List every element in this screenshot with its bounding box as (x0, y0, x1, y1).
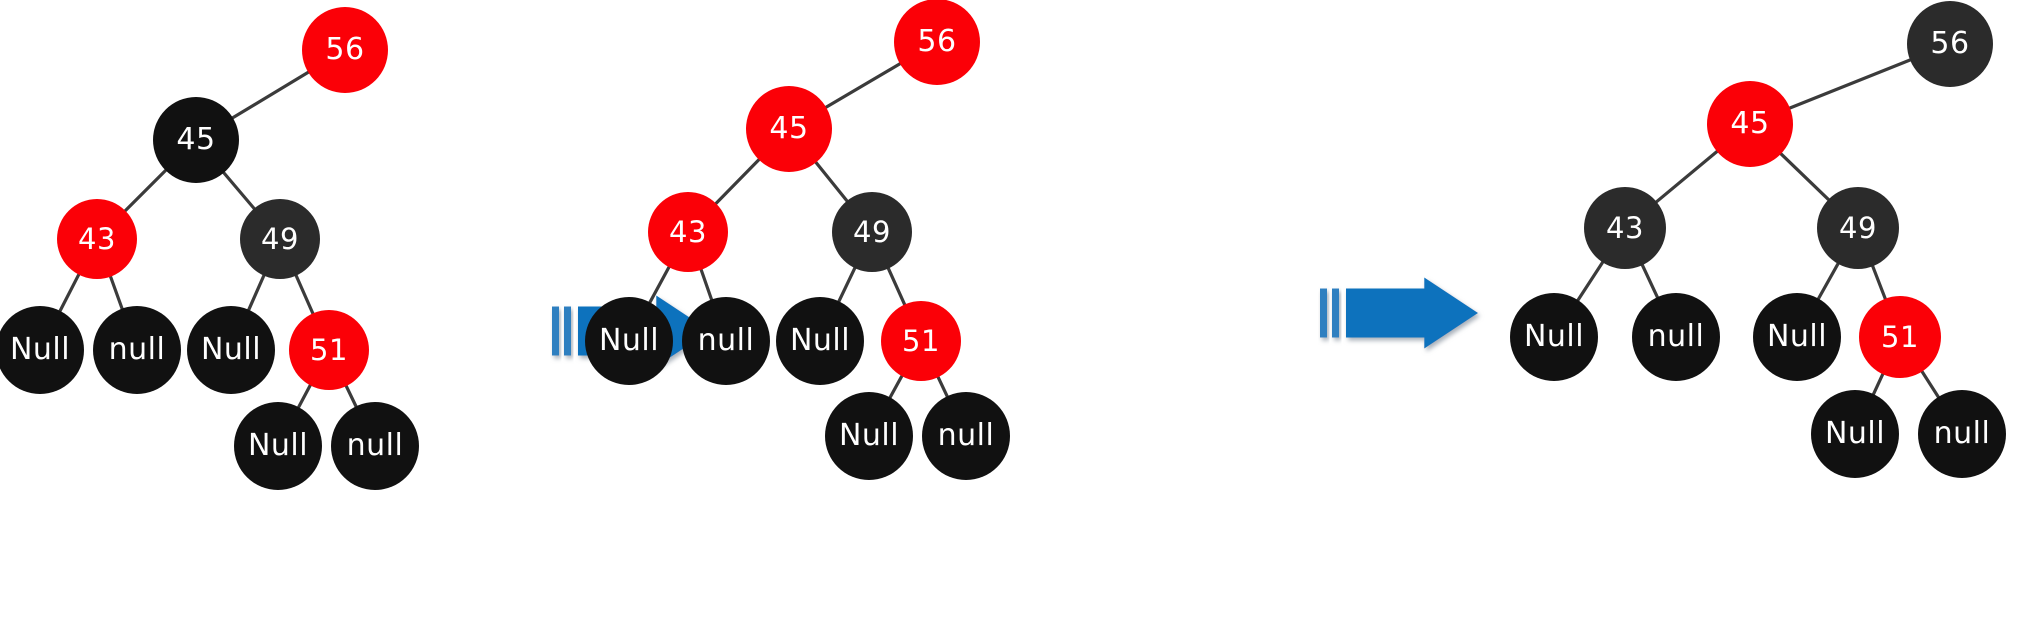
tree-node-45[interactable]: 45 (1707, 81, 1793, 167)
tree-node-label: 45 (176, 122, 216, 157)
tree-edge (813, 159, 850, 205)
tree-edge (713, 156, 762, 207)
arrow-tail-bar (552, 306, 559, 356)
tree-edge (57, 271, 82, 315)
tree-node-label: 49 (853, 214, 891, 249)
tree-node-label: 43 (669, 214, 707, 249)
tree-edge (1777, 150, 1832, 203)
tree-node-label: Null (1766, 319, 1828, 354)
tree-node-null[interactable]: null (331, 402, 419, 490)
tree-edge (1870, 262, 1888, 303)
tree-node-label: Null (838, 418, 900, 453)
tree-node-null[interactable]: null (93, 306, 181, 394)
tree-node-45[interactable]: 45 (153, 97, 239, 183)
tree-node-label: Null (598, 323, 660, 358)
tree-node-43[interactable]: 43 (57, 199, 137, 279)
tree-node-45[interactable]: 45 (746, 86, 832, 172)
arrow-tail-bar (1320, 288, 1327, 338)
tree-edge (296, 381, 313, 411)
tree-node-null[interactable]: Null (0, 306, 84, 394)
tree-node-label: 56 (917, 24, 957, 59)
tree-edge (836, 264, 858, 305)
tree-node-label: 51 (902, 323, 940, 358)
tree-node-label: 43 (78, 221, 116, 256)
tree-edge (647, 263, 672, 306)
tree-edge (1639, 261, 1660, 301)
tree-edge (822, 61, 904, 110)
tree-edge (293, 272, 316, 317)
tree-edge (108, 273, 125, 313)
arrow-tail-bar (1332, 288, 1339, 338)
tree-node-label: 45 (769, 111, 809, 146)
tree-node-label: null (937, 418, 995, 453)
tree-node-56[interactable]: 56 (894, 0, 980, 85)
tree-node-null[interactable]: Null (187, 306, 275, 394)
tree-edge (1575, 259, 1606, 304)
tree-node-label: 56 (1930, 26, 1970, 61)
tree-node-label: 51 (1881, 319, 1919, 354)
tree-edge (246, 272, 267, 314)
arrow-tail-bar (564, 306, 571, 356)
tree-node-label: null (1933, 416, 1991, 451)
tree-node-null[interactable]: null (1632, 293, 1720, 381)
tree-edges (57, 57, 1941, 411)
tree-node-label: 43 (1606, 210, 1644, 245)
tree-node-null[interactable]: Null (825, 392, 913, 480)
tree-edge (1653, 148, 1721, 205)
tree-edge (887, 372, 905, 401)
tree-node-56[interactable]: 56 (1907, 1, 1993, 87)
tree-node-label: Null (789, 323, 851, 358)
tree-node-label: Null (9, 332, 71, 367)
tree-node-49[interactable]: 49 (1817, 187, 1899, 269)
tree-edge (935, 373, 950, 400)
tree-edge (122, 167, 169, 214)
tree-node-49[interactable]: 49 (240, 199, 320, 279)
tree-node-label: Null (1523, 319, 1585, 354)
tree-node-null[interactable]: null (1918, 390, 2006, 478)
tree-node-label: 49 (261, 221, 299, 256)
tree-edge (1919, 368, 1941, 401)
tree-node-label: 51 (310, 332, 348, 367)
tree-node-label: 49 (1839, 210, 1877, 245)
tree-node-null[interactable]: Null (776, 297, 864, 385)
tree-node-51[interactable]: 51 (1859, 296, 1941, 378)
tree-node-43[interactable]: 43 (648, 192, 728, 272)
tree-node-label: Null (1824, 416, 1886, 451)
tree-edge (343, 382, 359, 410)
tree-edge (1786, 57, 1914, 111)
tree-edge (1815, 260, 1841, 302)
tree-node-label: 56 (325, 32, 365, 67)
tree-edge (1871, 370, 1886, 398)
tree-node-label: null (346, 428, 404, 463)
tree-node-null[interactable]: Null (1510, 293, 1598, 381)
tree-node-null[interactable]: Null (1811, 390, 1899, 478)
tree-node-null[interactable]: Null (234, 402, 322, 490)
tree-node-label: null (108, 332, 166, 367)
tree-node-label: 45 (1730, 106, 1770, 141)
tree-edge (229, 69, 312, 121)
tree-node-label: null (697, 323, 755, 358)
tree-node-null[interactable]: Null (585, 297, 673, 385)
tree-edge (698, 266, 714, 303)
tree-edge (220, 169, 258, 212)
tree-node-null[interactable]: null (682, 297, 770, 385)
tree-node-null[interactable]: null (922, 392, 1010, 480)
tree-node-label: Null (200, 332, 262, 367)
arrow-step-2-to-3 (1320, 277, 1478, 349)
tree-node-49[interactable]: 49 (832, 192, 912, 272)
tree-node-43[interactable]: 43 (1584, 187, 1666, 269)
arrow-body (1346, 277, 1478, 349)
tree-node-null[interactable]: Null (1753, 293, 1841, 381)
tree-node-56[interactable]: 56 (302, 7, 388, 93)
tree-node-label: Null (247, 428, 309, 463)
tree-node-label: null (1647, 319, 1705, 354)
tree-node-51[interactable]: 51 (289, 310, 369, 390)
tree-node-51[interactable]: 51 (881, 301, 961, 381)
tree-edge (885, 265, 908, 308)
